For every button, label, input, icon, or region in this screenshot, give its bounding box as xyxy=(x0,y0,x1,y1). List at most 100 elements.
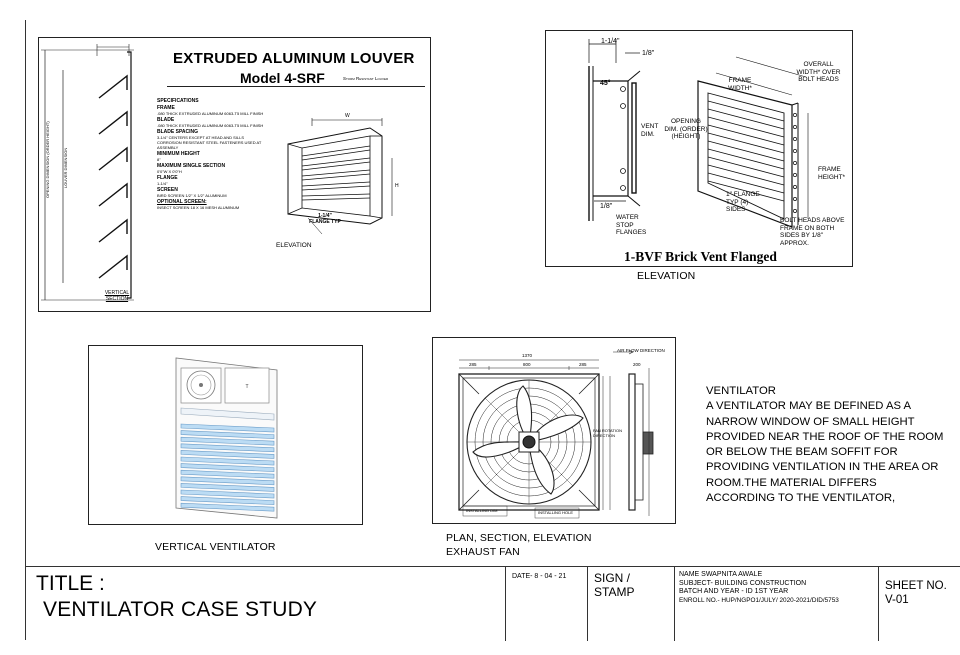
vertical-ventilator-panel: T xyxy=(88,345,363,525)
fan-dim-b: 800 xyxy=(523,362,531,367)
spec-text: BIRD SCREEN 1/2" X 1/2" ALUMINUM xyxy=(157,193,227,198)
spec-label: MAXIMUM SINGLE SECTION xyxy=(157,163,226,169)
louver-drawing-panel: OPENING DIMENSION (ORDER HEIGHT) LOUVER … xyxy=(38,37,431,312)
bvf-caption: ELEVATION xyxy=(637,270,696,282)
bvf-frame-width: FRAME WIDTH* xyxy=(728,77,752,92)
ventilator-slats xyxy=(180,423,275,512)
bvf-title: 1-BVF Brick Vent Flanged xyxy=(624,249,777,264)
fan-dim-top: 1370 xyxy=(522,353,533,358)
ventilator-note-line: PROVIDED NEAR THE ROOF OF THE ROOM xyxy=(706,430,944,443)
batch-year: BATCH AND YEAR - ID 1ST YEAR xyxy=(679,588,789,595)
spec-text: .080 THICK EXTRUDED ALUMINUM 6063-T5 MIL… xyxy=(157,123,264,128)
ventilator-note-line: ROOM.THE MATERIAL DIFFERS xyxy=(706,476,877,489)
title-block-divider xyxy=(587,566,588,641)
louver-flange-note: 1-1/4" FLANGE TYP xyxy=(309,213,341,225)
fan-dim-c: 285 xyxy=(579,362,587,367)
bvf-opening-dim: OPENING DIM. (ORDER) (HEIGHT) xyxy=(664,118,708,140)
sign-stamp-line1: SIGN / xyxy=(594,571,631,585)
louver-title: EXTRUDED ALUMINUM LOUVER xyxy=(173,50,415,67)
ventilator-slat xyxy=(180,450,275,459)
enroll-no: ENROLL NO.- HUP/NGPO1/JULY/ 2020-2021/DI… xyxy=(679,596,839,604)
ventilator-slat xyxy=(180,502,275,512)
fan-air-flow: AIR FLOW DIRECTION xyxy=(617,348,665,353)
bvf-dim-1: 1-1/4" xyxy=(601,38,620,45)
louver-tagline: Storm Resistant Louver xyxy=(343,76,389,81)
spec-label: FRAME xyxy=(157,105,175,111)
spec-label: MINIMUM HEIGHT xyxy=(157,151,200,157)
vertical-ventilator-drawing: T xyxy=(175,357,278,519)
sheet-value: V-01 xyxy=(885,594,909,606)
exhaust-fan-drawing xyxy=(458,349,654,519)
ventilator-note-line: ACCORDING TO THE VENTILATOR, xyxy=(706,492,896,505)
bvf-water-stop: WATER STOP FLANGES xyxy=(616,214,647,236)
sheet-label: SHEET NO. xyxy=(885,580,947,592)
fan-caption-line1: PLAN, SECTION, ELEVATION xyxy=(446,532,592,544)
vertical-ventilator-caption: VERTICAL VENTILATOR xyxy=(155,541,276,553)
specs-heading: SPECIFICATIONS xyxy=(157,98,199,104)
ventilator-note-line: A VENTILATOR MAY BE DEFINED AS A xyxy=(706,400,912,413)
bvf-frame-height: FRAME HEIGHT* xyxy=(818,166,846,181)
ventilator-note-line: NARROW WINDOW OF SMALL HEIGHT xyxy=(706,415,915,428)
fan-dim-side: 200 xyxy=(633,362,641,367)
bvf-bolt-heads: BOLT HEADS ABOVE FRAME ON BOTH SIDES BY … xyxy=(780,217,845,247)
louver-dim-h: H xyxy=(395,183,399,189)
ventilator-note-heading: VENTILATOR xyxy=(706,385,776,397)
ventilator-slat xyxy=(180,489,275,499)
optional-heading: OPTIONAL SCREEN: xyxy=(157,199,207,205)
title-label: TITLE : xyxy=(36,572,105,595)
brick-vent-elevation-drawing xyxy=(697,56,809,228)
ventilator-note-line: OR BELOW THE BEAM SOFFIT FOR xyxy=(706,446,898,459)
exhaust-fan-panel: AIR FLOW DIRECTION 1370 285 800 285 200 … xyxy=(432,337,676,524)
ventilator-slat xyxy=(180,423,275,433)
spec-label: FLANGE xyxy=(157,175,178,181)
sheet-left-border xyxy=(25,20,26,640)
fan-dim-a: 285 xyxy=(469,362,477,367)
ventilator-slat xyxy=(180,430,275,439)
fan-install-left: INSTALLING DIM xyxy=(466,508,498,513)
spec-text: 3-1/4" CENTERS EXCEPT AT HEAD AND SILLS … xyxy=(157,135,262,150)
subject: SUBJECT- BUILDING CONSTRUCTION xyxy=(679,579,807,587)
bvf-vent-dim: VENT DIM. xyxy=(641,123,659,138)
date-field: DATE- 8 - 04 - 21 xyxy=(512,573,567,580)
spec-text: .080 THICK EXTRUDED ALUMINUM 6063-T5 MIL… xyxy=(157,111,264,116)
bvf-dim-2: 1/8" xyxy=(642,50,655,57)
ventilator-note: VENTILATOR A VENTILATOR MAY BE DEFINED A… xyxy=(706,384,956,506)
louver-model: Model 4-SRF xyxy=(240,70,325,86)
ventilator-slat xyxy=(180,463,275,472)
title-block-divider xyxy=(505,566,506,641)
title-value: VENTILATOR CASE STUDY xyxy=(43,598,318,621)
specs-list: FRAME.080 THICK EXTRUDED ALUMINUM 6063-T… xyxy=(157,105,269,198)
spec-text: 1-1/4" xyxy=(157,181,168,186)
spec-label: BLADE xyxy=(157,117,175,123)
optional-text: INSECT SCREEN 18 X 16 MESH ALUMINUM xyxy=(157,205,240,210)
sign-stamp-line2: STAMP xyxy=(594,585,635,599)
ventilator-slat xyxy=(180,483,275,492)
spec-label: SCREEN xyxy=(157,187,178,193)
svg-text:T: T xyxy=(245,384,248,390)
brick-vent-panel: 1-1/4" 1/8" 45° VENT DIM. OPENING DIM. (… xyxy=(545,30,853,267)
ventilator-slat xyxy=(180,496,275,505)
louver-elevation-label: ELEVATION xyxy=(276,242,312,249)
spec-text: 0'0"W X 0'0"H xyxy=(157,169,182,174)
svg-text:LOUVER DIMENSION: LOUVER DIMENSION xyxy=(63,148,68,188)
bvf-dim-4: 1/8" xyxy=(600,203,613,210)
louver-specs: SPECIFICATIONS FRAME.080 THICK EXTRUDED … xyxy=(157,98,269,210)
louver-vertical-section-drawing: OPENING DIMENSION (ORDER HEIGHT) LOUVER … xyxy=(41,44,134,301)
title-block-divider xyxy=(674,566,675,641)
bvf-angle: 45° xyxy=(600,80,611,87)
title-block-top-line xyxy=(25,566,960,567)
louver-dim-w: W xyxy=(345,113,350,119)
fan-caption-line2: EXHAUST FAN xyxy=(446,546,520,558)
student-name: NAME SWAPNITA AWALE xyxy=(679,571,763,578)
bvf-overall-width: OVERALL WIDTH* OVER BOLT HEADS xyxy=(796,61,841,83)
ventilator-slat xyxy=(180,476,275,486)
spec-label: BLADE SPACING xyxy=(157,129,199,135)
ventilator-slat xyxy=(180,443,275,453)
svg-text:OPENING DIMENSION (ORDER HEIGH: OPENING DIMENSION (ORDER HEIGHT) xyxy=(45,121,50,198)
spec-text: 8" xyxy=(157,157,161,162)
fan-install-right: INSTALLING HOLE xyxy=(538,510,574,515)
ventilator-slat xyxy=(180,469,275,479)
louver-title-underline xyxy=(167,86,425,87)
brick-vent-section-drawing xyxy=(588,39,641,221)
fan-rotation-label: FAN ROTATION DIRECTION xyxy=(593,428,622,438)
